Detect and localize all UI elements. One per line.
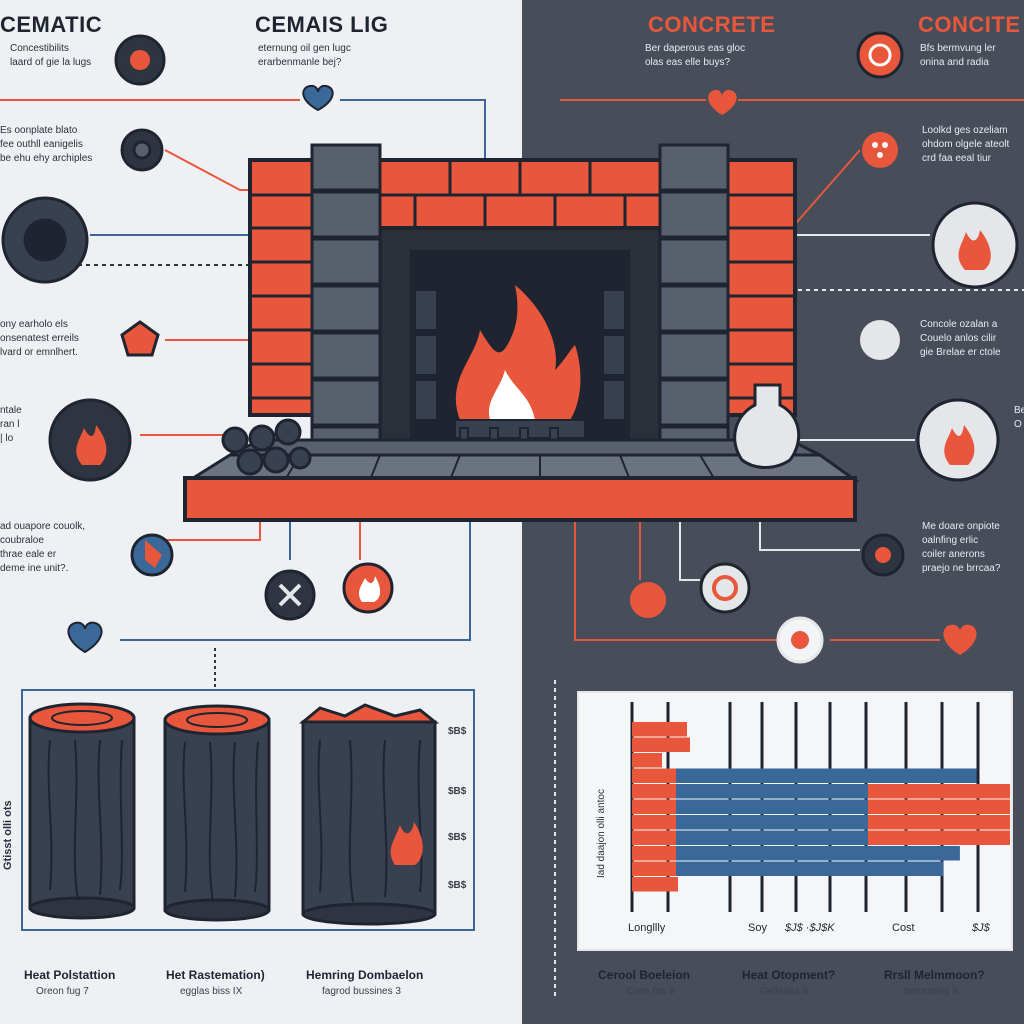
chart-bar xyxy=(632,815,679,830)
chart-x-tick-2: Soy xyxy=(748,922,767,934)
right-note-2: Concole ozalan a Couelo anlos cilir gie … xyxy=(920,319,1001,358)
chart-bar xyxy=(632,784,677,799)
log-label-1: $B$ xyxy=(448,726,467,737)
log-side-label: Gtisst olli ots xyxy=(2,800,14,870)
icons-left xyxy=(1,34,394,621)
chart-bar xyxy=(632,846,681,861)
left-note-2: ony earholo els onsenatest erreils lvard… xyxy=(0,319,79,358)
left-note-1: Es oonplate blato fee outhll eanigelis b… xyxy=(0,125,93,164)
heart-icon-top-left xyxy=(302,84,334,112)
connector-lines xyxy=(0,99,1024,1000)
bar-chart xyxy=(630,702,1010,912)
log-caption-3-sub: fagrod bussines 3 xyxy=(322,986,401,997)
log-comparison-panel xyxy=(21,689,475,931)
chart-bar xyxy=(632,830,676,845)
chart-x-tick-4: Cost xyxy=(892,922,915,934)
log-caption-1-title: Heat Polstattion xyxy=(24,968,116,982)
chart-caption-2-sub: Gelledas 8 xyxy=(760,986,808,997)
chart-bar xyxy=(676,846,960,861)
chart-x-tick-3: $J$ ·$J$K xyxy=(785,922,835,934)
right-note-1: Loolkd ges ozeliam ohdom olgele ateolt c… xyxy=(922,125,1010,164)
chart-caption-3-sub: brnrearing 8 xyxy=(904,986,958,997)
chart-bar xyxy=(868,815,1010,830)
log-label-2: $B$ xyxy=(448,786,467,797)
log-caption-1-sub: Oreon fug 7 xyxy=(36,986,89,997)
left-note-3: ntale ran l | lo xyxy=(0,405,22,444)
chart-bar xyxy=(676,861,944,876)
chart-caption-3-title: Rrsll Melmmoon? xyxy=(884,968,985,982)
chart-bar xyxy=(868,799,1010,814)
heading-right-main: CONCITE xyxy=(918,12,1021,37)
right-note-3: Me doare onpiote oalnfing erlic coiler a… xyxy=(922,521,1001,574)
right-edge-note: Be O xyxy=(1014,405,1024,430)
subtitle-left-main: Concestibilits laard of gie la lugs xyxy=(10,43,92,68)
heading-center-left: CEMAIS LIG xyxy=(255,12,389,37)
subtitle-center-right: Ber daperous eas gloc olas eas elle buys… xyxy=(645,43,746,68)
chart-caption-1-title: Cerool Boeleion xyxy=(598,968,691,982)
log-caption-2-title: Het Rastemation) xyxy=(166,968,265,982)
chart-x-tick-5: $J$ xyxy=(972,922,990,934)
chart-y-axis-label: Iad daajon olli antoc xyxy=(596,789,607,878)
log-caption-3-title: Hemring Dombaelon xyxy=(306,968,424,982)
chart-bar xyxy=(632,861,680,876)
log-label-4: $B$ xyxy=(448,880,467,891)
log-label-3: $B$ xyxy=(448,832,467,843)
left-note-4: ad ouapore couolk, coubraloe thrae eale … xyxy=(0,521,86,574)
chart-caption-2-title: Heat Otopment? xyxy=(742,968,836,982)
fireplace xyxy=(183,143,860,522)
chart-bar xyxy=(632,799,680,814)
heading-left-main: CEMATIC xyxy=(0,12,103,37)
icons-right xyxy=(630,31,1019,664)
chart-bar xyxy=(632,768,682,783)
subtitle-right-main: Bfs bermvung ler onina and radia xyxy=(920,43,996,68)
chart-bar xyxy=(632,737,690,752)
heading-center-right: CONCRETE xyxy=(648,12,776,37)
chart-bar xyxy=(868,784,1010,799)
chart-bar xyxy=(632,753,662,768)
chart-x-tick-1: Longllly xyxy=(628,922,666,934)
chart-caption-1-sub: Cooe fas 9 xyxy=(626,986,675,997)
chart-bar xyxy=(632,722,687,737)
heart-icon-bottom-left xyxy=(67,621,103,654)
chart-bar xyxy=(868,830,1010,845)
heart-icon-top-right xyxy=(708,89,737,115)
log-caption-2-sub: egglas biss IX xyxy=(180,986,243,997)
heart-icon-bottom-right xyxy=(943,624,977,655)
chart-bar xyxy=(632,877,678,892)
subtitle-center-left: eternung oil gen lugc erarbenmanle bej? xyxy=(258,43,351,68)
chart-bar xyxy=(676,768,977,783)
